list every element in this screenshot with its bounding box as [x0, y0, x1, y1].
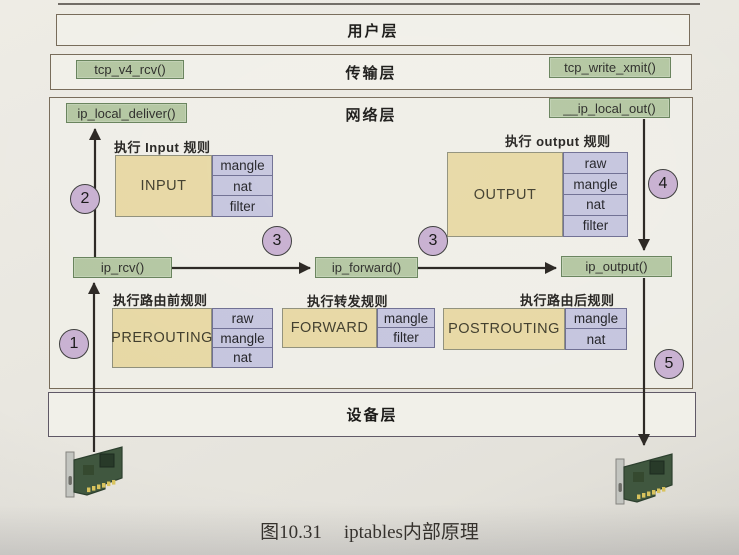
- ip-forward-function-box: ip_forward(): [315, 257, 418, 278]
- figure-caption-title: iptables内部原理: [343, 522, 479, 543]
- tcp-write-xmit-function-box: tcp_write_xmit(): [549, 57, 671, 78]
- input-table-mangle: mangle: [212, 155, 273, 177]
- input-chain-box: INPUT: [115, 155, 212, 217]
- prerouting-table-nat: nat: [212, 347, 273, 368]
- network-card-left-icon: [65, 446, 123, 498]
- device-layer-label: 设备层: [346, 407, 398, 424]
- input-tables: mangle nat filter: [212, 155, 273, 218]
- forward-table-filter: filter: [377, 327, 435, 348]
- transport-layer-label: 传输层: [345, 64, 397, 82]
- forward-chain-box: FORWARD: [282, 308, 377, 348]
- step-circle-4: 4: [648, 169, 678, 199]
- postrouting-chain-box: POSTROUTING: [443, 308, 565, 350]
- output-table-nat: nat: [563, 193, 628, 217]
- step-circle-5: 5: [654, 349, 684, 379]
- figure-caption: 图10.31 iptables内部原理: [0, 517, 739, 544]
- output-table-mangle: mangle: [563, 172, 628, 196]
- ip-local-deliver-function-box: ip_local_deliver(): [66, 103, 187, 123]
- postrouting-tables: mangle nat: [565, 308, 627, 350]
- input-table-nat: nat: [212, 175, 273, 197]
- forward-rule-label: 执行转发规则: [307, 294, 389, 309]
- network-layer-label: 网络层: [345, 107, 397, 124]
- output-rule-label: 执行 output 规则: [505, 134, 611, 149]
- step-circle-3b: 3: [418, 226, 448, 256]
- forward-table-mangle: mangle: [377, 308, 435, 329]
- ip-rcv-function-box: ip_rcv(): [73, 257, 172, 278]
- input-table-filter: filter: [212, 195, 273, 218]
- prerouting-table-raw: raw: [212, 308, 273, 329]
- user-layer-box: 用户层: [56, 14, 690, 46]
- ip-local-out-function-box: __ip_local_out(): [549, 98, 670, 118]
- step-circle-2: 2: [70, 184, 100, 214]
- device-layer-box: 设备层: [48, 392, 696, 437]
- tcp-v4-rcv-function-box: tcp_v4_rcv(): [76, 60, 184, 79]
- step-circle-3a: 3: [262, 226, 292, 256]
- ip-output-function-box: ip_output(): [561, 256, 672, 277]
- prerouting-chain-box: PREROUTING: [111, 308, 212, 368]
- network-card-right-icon: [615, 453, 673, 505]
- output-table-raw: raw: [563, 152, 628, 175]
- prerouting-table-mangle: mangle: [212, 327, 273, 349]
- output-table-filter: filter: [563, 214, 628, 237]
- output-chain-box: OUTPUT: [447, 152, 563, 237]
- input-rule-label: 执行 Input 规则: [114, 140, 211, 155]
- forward-tables: mangle filter: [377, 308, 435, 348]
- step-circle-1: 1: [59, 329, 89, 359]
- postrouting-rule-label: 执行路由后规则: [520, 293, 615, 308]
- postrouting-table-nat: nat: [565, 328, 627, 350]
- photo-top-edge-line: [58, 3, 700, 5]
- prerouting-tables: raw mangle nat: [212, 308, 273, 368]
- user-layer-label: 用户层: [347, 22, 399, 40]
- figure-caption-number: 图10.31: [260, 522, 322, 543]
- output-tables: raw mangle nat filter: [563, 152, 628, 237]
- prerouting-rule-label: 执行路由前规则: [113, 293, 208, 308]
- postrouting-table-mangle: mangle: [565, 308, 627, 330]
